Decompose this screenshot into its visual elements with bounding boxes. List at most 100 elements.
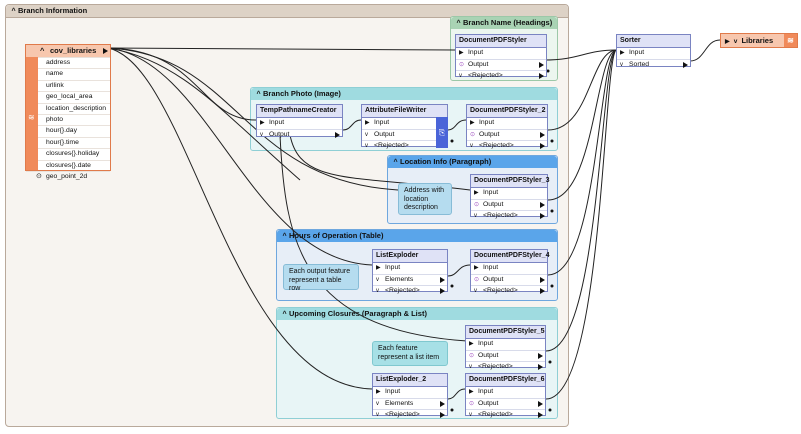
output-port[interactable]: ⊙Output — [471, 273, 547, 286]
rejected-port[interactable]: v<Rejected> — [373, 409, 447, 421]
transformer-documentpdfstyler-6[interactable]: DocumentPDFStyler_6 ▶Input ⊙Output v<Rej… — [465, 373, 546, 418]
rejected-port[interactable]: v<Rejected> — [467, 140, 547, 152]
annotation-closures[interactable]: Each feature represent a list item — [372, 341, 448, 366]
bookmark-header[interactable]: ^Branch Name (Headings) — [451, 17, 557, 29]
annotation-text: Each feature represent a list item — [378, 345, 440, 361]
input-port[interactable]: ▶ Input — [471, 188, 547, 199]
output-port[interactable]: ⊙Output — [467, 128, 547, 141]
check-icon: ⊙ — [459, 61, 465, 68]
output-arrow-icon — [440, 412, 445, 418]
bookmark-header[interactable]: ^Hours of Operation (Table) — [277, 230, 557, 242]
caret-up-icon[interactable]: ^ — [282, 311, 287, 318]
port-label: <Rejected> — [468, 72, 503, 79]
chevron-down-icon: v — [376, 400, 379, 407]
input-port[interactable]: ▶ Input — [257, 118, 342, 129]
output-port[interactable]: ⊙Output — [466, 397, 545, 410]
input-arrow-icon: ▶ — [376, 389, 381, 395]
bookmark-header[interactable]: ^Location Info (Paragraph) — [388, 156, 557, 168]
port-label: Input — [479, 119, 495, 126]
caret-up-icon[interactable]: ^ — [40, 46, 45, 55]
port-label: Input — [269, 119, 285, 126]
port-label: <Rejected> — [385, 287, 420, 294]
input-arrow-icon: ▶ — [260, 120, 265, 126]
attribute-item: urllink — [26, 79, 110, 91]
output-port[interactable]: ⊙Output — [466, 349, 545, 362]
input-port[interactable]: ▶Input — [467, 118, 547, 129]
check-icon: ⊙ — [469, 352, 475, 359]
input-port[interactable]: ▶ Input — [617, 48, 690, 59]
input-port[interactable]: ▶Input — [362, 118, 447, 129]
transformer-documentpdfstyler-3[interactable]: DocumentPDFStyler_3 ▶Input ⊙Output v<Rej… — [470, 174, 549, 219]
caret-up-icon[interactable]: ^ — [393, 159, 398, 166]
file-writer-icon: ⎘ — [436, 117, 448, 148]
rejected-port[interactable]: v<Rejected> — [466, 409, 545, 421]
transformer-documentpdfstyler-2[interactable]: DocumentPDFStyler_2 ▶Input ⊙Output v<Rej… — [466, 104, 548, 149]
output-arrow-icon — [540, 288, 545, 294]
chevron-down-icon: v — [260, 131, 263, 138]
input-port[interactable]: ▶Input — [466, 387, 545, 398]
annotation-location[interactable]: Address with location description — [398, 183, 452, 215]
port-label: Output — [374, 130, 395, 138]
chevron-down-icon: v — [365, 143, 368, 149]
port-label: <Rejected> — [374, 142, 409, 149]
bookmark-title: Branch Information — [18, 6, 88, 15]
input-port[interactable]: ▶Input — [373, 263, 447, 274]
reader-cov-libraries[interactable]: ^ cov_libraries ≋ address name urllink g… — [25, 44, 111, 180]
bookmark-header[interactable]: ^Branch Photo (Image) — [251, 88, 557, 100]
attribute-item: name — [26, 68, 110, 79]
output-arrow-icon — [538, 400, 543, 407]
port-label: <Rejected> — [483, 287, 518, 294]
transformer-documentpdfstyler-5[interactable]: DocumentPDFStyler_5 ▶Input ⊙Output v<Rej… — [465, 325, 546, 370]
check-icon: ⊙ — [474, 201, 480, 208]
caret-up-icon[interactable]: ^ — [456, 20, 461, 27]
writer-libraries[interactable]: ▶ v Libraries ≋ — [720, 33, 798, 48]
input-port[interactable]: ▶Input — [466, 339, 545, 350]
transformer-title: DocumentPDFStyler_5 — [466, 326, 545, 339]
port-label: Input — [483, 264, 499, 271]
port-label: Output — [483, 275, 504, 283]
annotation-hours[interactable]: Each output feature represent a table ro… — [283, 264, 359, 292]
caret-up-icon[interactable]: ^ — [11, 8, 16, 15]
chevron-down-icon: v — [469, 412, 472, 418]
rejected-port[interactable]: v<Rejected> — [456, 70, 546, 82]
annotation-text: Address with location description — [404, 187, 445, 211]
rejected-port[interactable]: v<Rejected> — [373, 285, 447, 297]
caret-up-icon[interactable]: ^ — [282, 233, 287, 240]
transformer-documentpdfstyler-4[interactable]: DocumentPDFStyler_4 ▶Input ⊙Output v<Rej… — [470, 249, 549, 294]
rejected-port[interactable]: v<Rejected> — [471, 285, 547, 297]
caret-up-icon[interactable]: ^ — [256, 91, 261, 98]
output-port-icon[interactable] — [103, 48, 108, 54]
rejected-port[interactable]: v<Rejected> — [466, 361, 545, 373]
bookmark-header[interactable]: ^Branch Information — [6, 5, 568, 18]
attribute-label: geo_point_2d — [46, 172, 88, 180]
input-port[interactable]: ▶Input — [456, 48, 546, 59]
input-port[interactable]: ▶Input — [373, 387, 447, 398]
port-label: <Rejected> — [479, 142, 514, 149]
transformer-documentpdfstyler[interactable]: DocumentPDFStyler ▶Input ⊙Output v<Rejec… — [455, 34, 547, 79]
writer-header: ▶ v Libraries ≋ — [721, 34, 797, 47]
caret-down-icon[interactable]: v — [733, 38, 738, 45]
port-label: Input — [483, 189, 499, 196]
output-port[interactable]: ⊙Output — [456, 58, 546, 71]
rejected-port[interactable]: v <Rejected> — [362, 140, 447, 152]
input-port[interactable]: ▶Input — [471, 263, 547, 274]
port-label: Input — [629, 49, 645, 56]
input-arrow-icon: ▶ — [469, 341, 474, 347]
chevron-down-icon: v — [620, 61, 623, 68]
output-port[interactable]: ⊙Output — [471, 198, 547, 211]
output-arrow-icon — [539, 73, 544, 79]
rejected-port[interactable]: v<Rejected> — [471, 210, 547, 222]
input-arrow-icon: ▶ — [474, 190, 479, 196]
input-arrow-icon: ▶ — [620, 50, 625, 56]
transformer-title: DocumentPDFStyler_2 — [467, 105, 547, 118]
